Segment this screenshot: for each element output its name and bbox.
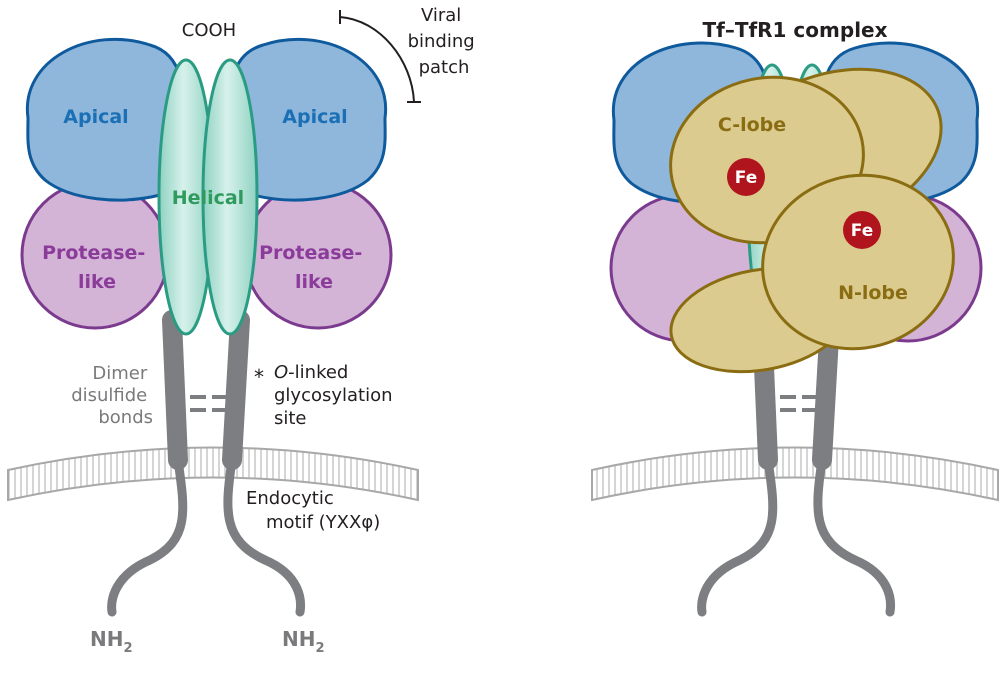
glyco-line-2: glycosylation [274, 385, 393, 406]
glycosylation-label: O-linked glycosylation site [274, 362, 398, 429]
helical-domain-right [201, 58, 259, 336]
stalks-left [107, 310, 305, 617]
glycosylation-star: * [254, 365, 264, 389]
endocytic-line-2: motif (YXXφ) [266, 512, 380, 533]
n-lobe-label: N-lobe [838, 282, 908, 304]
dimer-line-2: disulfide [71, 385, 147, 406]
right-complex: Tf–TfR1 complex [591, 18, 999, 617]
viral-line-2: binding [408, 31, 475, 52]
cooh-label: COOH [182, 20, 236, 41]
apical-label-right: Apical [282, 106, 347, 128]
n-lobe [761, 173, 955, 351]
disulfide-bonds [190, 395, 226, 412]
glyco-line-3: site [274, 408, 307, 429]
endocytic-line-1: Endocytic [246, 488, 334, 509]
protease-left-line-1: Protease- [42, 242, 145, 264]
left-receptor: COOH Viral binding patch Apical Apical H… [7, 5, 481, 656]
c-lobe-label: C-lobe [718, 114, 786, 136]
nh2-label-left: NH2 [90, 627, 133, 656]
glyco-line-1: O-linked [274, 362, 348, 383]
protease-right-line-1: Protease- [259, 242, 362, 264]
dimer-line-3: bonds [98, 407, 153, 428]
viral-binding-label: Viral binding patch [408, 5, 481, 78]
membrane-left [7, 446, 419, 502]
protease-label-right: Protease- like [259, 242, 369, 293]
fe-ion-c-lobe [727, 158, 765, 196]
nh2-label-right: NH2 [282, 627, 325, 656]
nh2-left-sub: 2 [123, 641, 132, 656]
apical-label-left: Apical [63, 106, 128, 128]
protease-label-left: Protease- like [42, 242, 152, 293]
glyco-line-1-rest: -linked [288, 362, 348, 383]
endocytic-motif-label: Endocytic motif (YXXφ) [246, 488, 380, 533]
fe-ion-n-lobe [843, 211, 881, 249]
viral-line-3: patch [419, 57, 470, 78]
fe-label-n: Fe [851, 221, 873, 241]
viral-binding-bracket [339, 10, 421, 103]
dimer-line-1: Dimer [92, 363, 147, 384]
dimer-disulfide-label: Dimer disulfide bonds [71, 363, 153, 428]
nh2-right-main: NH [282, 627, 315, 651]
protease-left-line-2: like [78, 271, 116, 293]
complex-title: Tf–TfR1 complex [702, 18, 887, 42]
glyco-italic-o: O [274, 362, 288, 383]
disulfide-bonds-right [780, 395, 816, 412]
viral-line-1: Viral [421, 5, 461, 26]
fe-label-c: Fe [735, 168, 757, 188]
helical-label: Helical [172, 187, 244, 209]
protease-right-line-2: like [295, 271, 333, 293]
nh2-right-sub: 2 [315, 641, 324, 656]
nh2-left-main: NH [90, 627, 123, 651]
membrane-right [591, 446, 999, 502]
